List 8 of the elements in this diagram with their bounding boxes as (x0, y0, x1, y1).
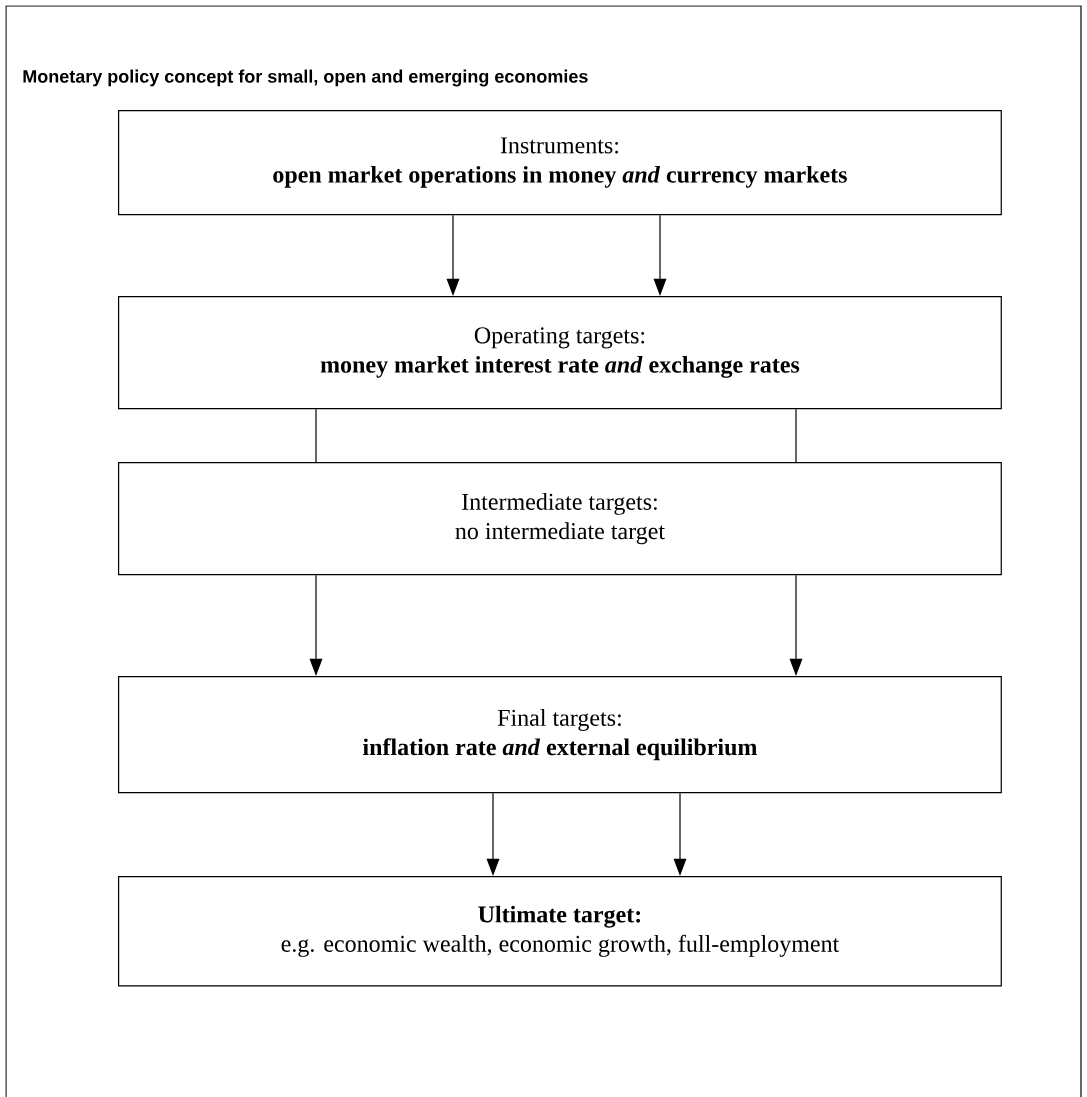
target-box: Instruments: open market operations in money and currency markets (118, 110, 1002, 216)
target-box: Operating targets: money market interest rate and exchange rates (118, 296, 1002, 410)
connector-line (315, 408, 317, 463)
target-box: Final targets: inflation rate and external equilibrium (118, 676, 1002, 794)
target-box: Intermediate targets: no intermediate target (118, 462, 1002, 576)
title: Monetary policy concept for small, open and emerging economies (23, 69, 588, 87)
connector-line (795, 408, 797, 463)
target-box: Ultimate target: e.g. economic wealth, economic growth, full-employment (118, 876, 1002, 987)
